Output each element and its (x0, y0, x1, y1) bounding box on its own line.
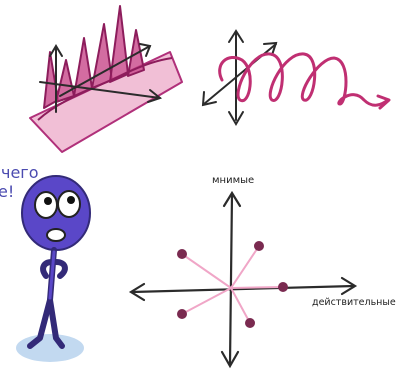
speech-text-line-1: чего (1, 163, 39, 182)
character-right-arm (53, 259, 68, 279)
real-axis-label: действительные (312, 297, 396, 308)
helix-axis-arrowhead (263, 41, 278, 56)
imaginary-axis-bottom-arrowhead (220, 350, 240, 369)
imaginary-axis (228, 192, 234, 366)
surface-width-axis (59, 45, 151, 97)
root-point (177, 249, 187, 259)
root-ray (181, 287, 232, 315)
right-eye-white (57, 190, 81, 218)
root-ray (181, 253, 232, 289)
surface-plot-drawing (29, 5, 183, 153)
character-eyes (34, 190, 81, 219)
surface-peak (91, 23, 113, 89)
real-axis-left-arrowhead (128, 282, 146, 302)
character-body-highlight (48, 250, 56, 300)
root-point (177, 309, 187, 319)
complex-plane-drawing (128, 190, 358, 369)
imaginary-axis-top-arrowhead (222, 190, 242, 208)
helix-curve (218, 52, 390, 107)
surface-axis-arrowhead (49, 44, 63, 57)
surface-peak (43, 51, 59, 109)
character-left-arm (40, 259, 55, 279)
left-eye-white (34, 191, 58, 219)
helix-drawing (201, 29, 391, 126)
left-pupil (44, 197, 52, 205)
real-axis-right-arrowhead (340, 276, 358, 296)
surface-peak (109, 5, 129, 83)
helix-axis-arrowhead (228, 29, 244, 43)
root-point (278, 282, 288, 292)
helix-axis-arrowhead (228, 111, 244, 126)
real-axis (130, 284, 356, 294)
surface-axis-arrowhead (139, 43, 152, 57)
surface-axis-arrowhead (147, 89, 163, 103)
speech-text-line-2: е! (0, 182, 15, 201)
root-ray (230, 286, 284, 289)
imaginary-axis-label: мнимые (212, 175, 255, 186)
character-shadow (16, 334, 84, 362)
root-ray (230, 287, 251, 324)
surface-peak (55, 59, 75, 103)
surface-ridge-line (37, 57, 173, 121)
surface-axes (39, 43, 163, 113)
root-ray (230, 245, 260, 289)
helix-end-arrowhead (376, 94, 391, 110)
surface-peaks (43, 5, 145, 109)
stick-character (16, 175, 91, 362)
surface-depth-axis (39, 81, 161, 99)
character-right-leg (47, 297, 65, 349)
right-pupil (67, 196, 75, 204)
root-point (245, 318, 255, 328)
character-left-leg (27, 297, 53, 349)
root-point (254, 241, 264, 251)
character-mouth (46, 228, 66, 242)
helix-axis-arrowhead (201, 91, 217, 107)
